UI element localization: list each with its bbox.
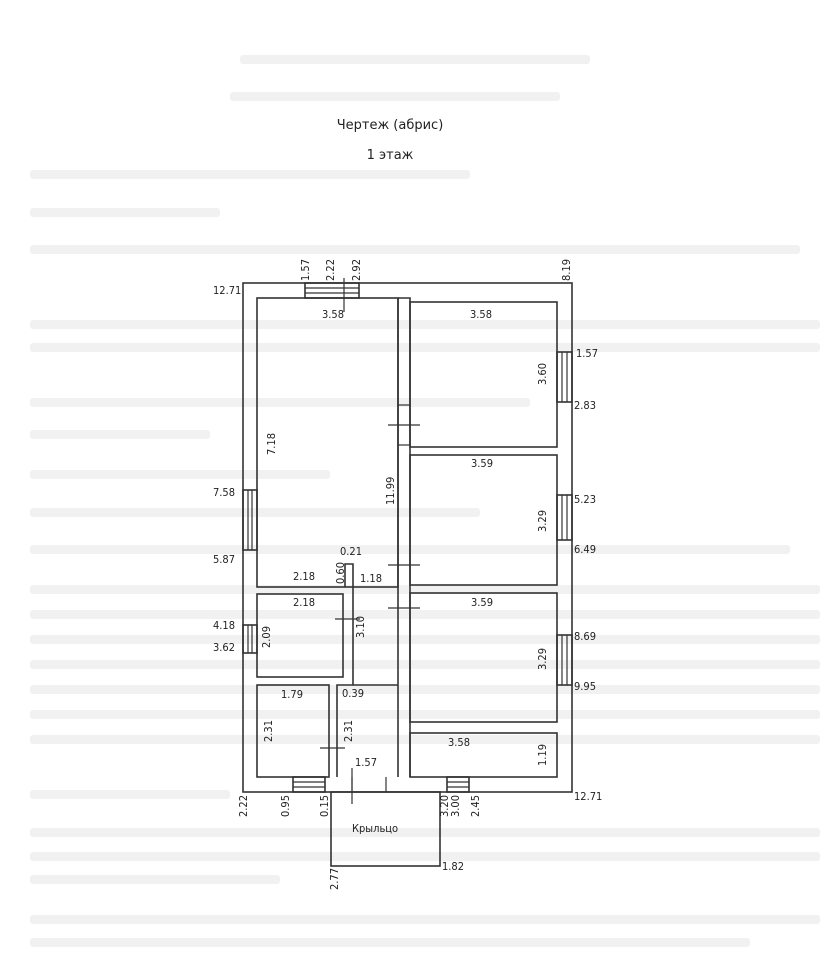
dim-label: 7.58: [213, 486, 235, 499]
dim-label: 5.87: [213, 553, 235, 566]
porch: [330, 791, 441, 867]
dim-label: 2.18: [293, 570, 315, 583]
door-marks: [320, 278, 420, 804]
room-r3: [409, 592, 558, 723]
dim-label: 3.62: [213, 641, 235, 654]
dim-label: 1.18: [360, 572, 382, 585]
dim-label: 5.23: [574, 493, 596, 506]
window-right-2: [556, 494, 573, 541]
dim-label: 1.57: [299, 259, 312, 281]
dim-label: 6.49: [574, 543, 596, 556]
dim-label: 0.39: [342, 687, 364, 700]
dim-label: 0.60: [334, 562, 347, 584]
dim-label: 2.22: [237, 795, 250, 817]
dim-label: 3.58: [448, 736, 470, 749]
drawing-title: Чертеж (абрис): [336, 118, 444, 133]
window-left-2: [242, 624, 258, 654]
dim-label: 1.19: [536, 744, 549, 766]
window-top: [304, 282, 360, 299]
dim-label: 8.69: [574, 630, 596, 643]
dim-label: 2.31: [342, 720, 355, 742]
dim-label: 2.83: [574, 399, 596, 412]
room-r1: [409, 301, 558, 448]
dim-label: 11.99: [384, 477, 397, 505]
window-bottom-1: [292, 776, 326, 793]
dim-label: 7.18: [265, 433, 278, 455]
dim-label: 2.18: [293, 596, 315, 609]
room-r4: [409, 732, 558, 778]
partition-wall: [336, 563, 354, 777]
dim-label: 12.71: [574, 790, 602, 803]
window-left-1: [242, 489, 258, 551]
outer-wall: [242, 282, 573, 793]
dim-label: 1.82: [442, 860, 464, 873]
dim-label: 3.58: [322, 308, 344, 321]
dim-label: 0.15: [318, 795, 331, 817]
dim-label: 0.21: [340, 545, 362, 558]
dim-label: 3.58: [470, 308, 492, 321]
window-right-3: [556, 634, 573, 686]
window-bottom-2: [446, 776, 470, 793]
dim-label: 2.77: [328, 868, 341, 890]
dim-label: 3.20: [438, 795, 451, 817]
dim-label: 3.59: [471, 596, 493, 609]
floor-label: 1 этаж: [366, 148, 414, 163]
dim-label: 2.92: [350, 259, 363, 281]
dim-label: 3.29: [536, 648, 549, 670]
dim-label: 3.59: [471, 457, 493, 470]
dim-label: 3.29: [536, 510, 549, 532]
dim-label: 3.60: [536, 363, 549, 385]
dim-label: 1.57: [355, 756, 377, 769]
dim-label: 2.45: [469, 795, 482, 817]
dim-label: 3.00: [449, 795, 462, 817]
dim-label: 9.95: [574, 680, 596, 693]
dim-label: 0.95: [279, 795, 292, 817]
center-wall: [398, 297, 411, 777]
dim-label: 12.71: [213, 284, 241, 297]
dim-label: 2.22: [324, 259, 337, 281]
porch-label: Крыльцо: [352, 822, 398, 835]
dim-label: 1.79: [281, 688, 303, 701]
window-right-1: [556, 351, 573, 403]
room-r2: [409, 454, 558, 586]
dim-label: 4.18: [213, 619, 235, 632]
dim-label: 1.57: [576, 347, 598, 360]
dim-label: 2.09: [260, 626, 273, 648]
room-1: [256, 297, 399, 588]
dim-label: 3.10: [354, 616, 367, 638]
dim-label: 8.19: [560, 259, 573, 281]
dim-label: 2.31: [262, 720, 275, 742]
